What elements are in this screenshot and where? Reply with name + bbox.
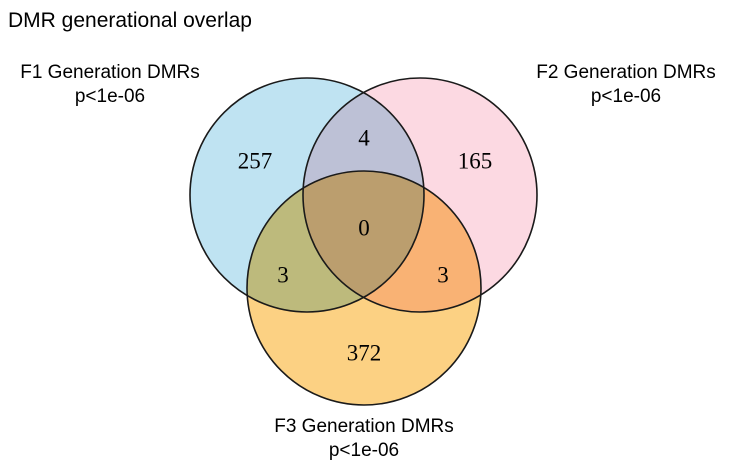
set-label-f2-line1: F2 Generation DMRs bbox=[536, 62, 716, 83]
region-count-f3-only: 372 bbox=[347, 340, 382, 365]
set-label-f1-line1: F1 Generation DMRs bbox=[20, 62, 200, 83]
circle-outline-f3[interactable] bbox=[246, 170, 482, 406]
circle-fill-f3 bbox=[247, 171, 481, 405]
set-label-f1-line2: p<1e-06 bbox=[75, 86, 145, 107]
page-title: DMR generational overlap bbox=[8, 9, 252, 32]
set-label-f3-line2: p<1e-06 bbox=[329, 440, 399, 461]
region-count-f2-f3: 3 bbox=[437, 262, 449, 287]
set-labels: F1 Generation DMRs p<1e-06 F2 Generation… bbox=[20, 62, 716, 461]
set-label-f3-line1: F3 Generation DMRs bbox=[274, 416, 454, 437]
region-count-f1-f2-f3: 0 bbox=[358, 215, 370, 240]
venn-fills bbox=[190, 78, 537, 405]
region-count-f1-f3: 3 bbox=[277, 262, 289, 287]
region-count-f1-f2: 4 bbox=[358, 125, 370, 150]
region-count-f1-only: 257 bbox=[238, 148, 273, 173]
venn-outlines bbox=[189, 77, 538, 406]
circle-outline-f1[interactable] bbox=[189, 77, 425, 313]
circle-outline-f2[interactable] bbox=[302, 77, 538, 313]
region-counts: 257 165 4 372 3 3 0 bbox=[238, 125, 493, 365]
region-count-f2-only: 165 bbox=[458, 148, 493, 173]
set-label-f2-line2: p<1e-06 bbox=[591, 86, 661, 107]
